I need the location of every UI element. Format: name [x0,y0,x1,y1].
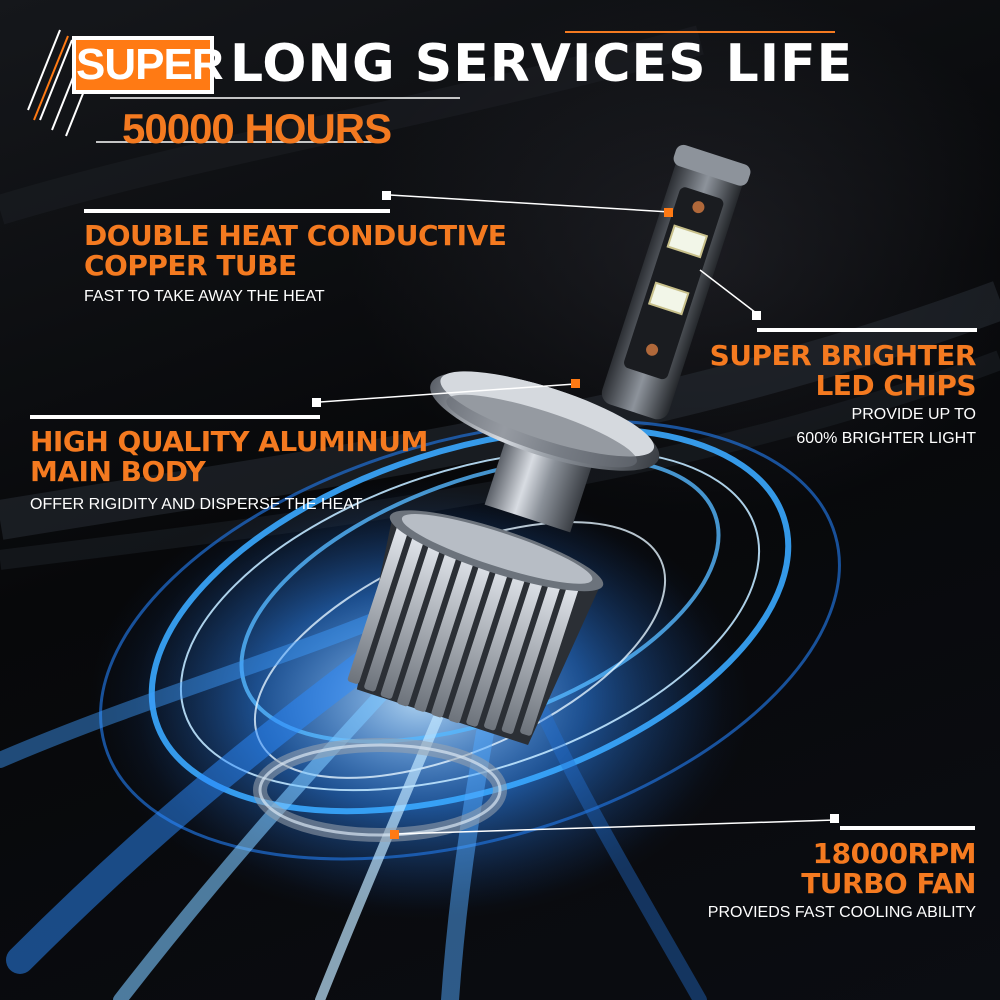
turbo-fan-rule [840,826,975,830]
led-chips-title-line1: SUPER BRIGHTER [709,339,977,372]
base-flange [430,371,660,471]
aluminum-body-rule [30,415,320,419]
copper-tube-rule [84,209,390,213]
turbo-fan-title-line2: TURBO FAN [801,867,976,900]
headline-subtitle: 50000 HOURS [122,105,392,152]
copper-tube-marker [382,191,391,200]
led-chips-marker [752,311,761,320]
copper-tube-point-marker [664,208,673,217]
aluminum-body-title-line2: MAIN BODY [30,455,206,488]
turbo-fan-point-marker [390,830,399,839]
copper-tube-description: FAST TO TAKE AWAY THE HEAT [84,288,325,305]
turbo-fan-title-line1: 18000RPM [812,837,977,870]
mounting-ring [253,738,507,842]
aluminum-body-marker [312,398,321,407]
aluminum-body-point-marker [571,379,580,388]
led-chips-rule [757,328,977,332]
leader-lines [319,194,836,835]
led-head [601,144,751,420]
led-chips-description-line2: 600% BRIGHTER LIGHT [796,430,976,447]
turbo-fan-description: PROVIEDS FAST COOLING ABILITY [707,904,976,921]
copper-tube-title-line1: DOUBLE HEAT CONDUCTIVE [84,219,507,252]
led-chips-description-line1: PROVIDE UP TO [851,406,976,423]
headline-badge: SUPER [72,36,224,94]
led-chips-title-line2: LED CHIPS [815,369,976,402]
headline-title: LONG SERVICES LIFE [230,34,854,94]
heat-sink-fins [347,510,604,746]
turbo-fan-marker [830,814,839,823]
aluminum-body-title-line1: HIGH QUALITY ALUMINUM [30,425,428,458]
aluminum-body-description: OFFER RIGIDITY AND DISPERSE THE HEAT [30,496,363,513]
copper-tube-title-line2: COPPER TUBE [84,249,297,282]
